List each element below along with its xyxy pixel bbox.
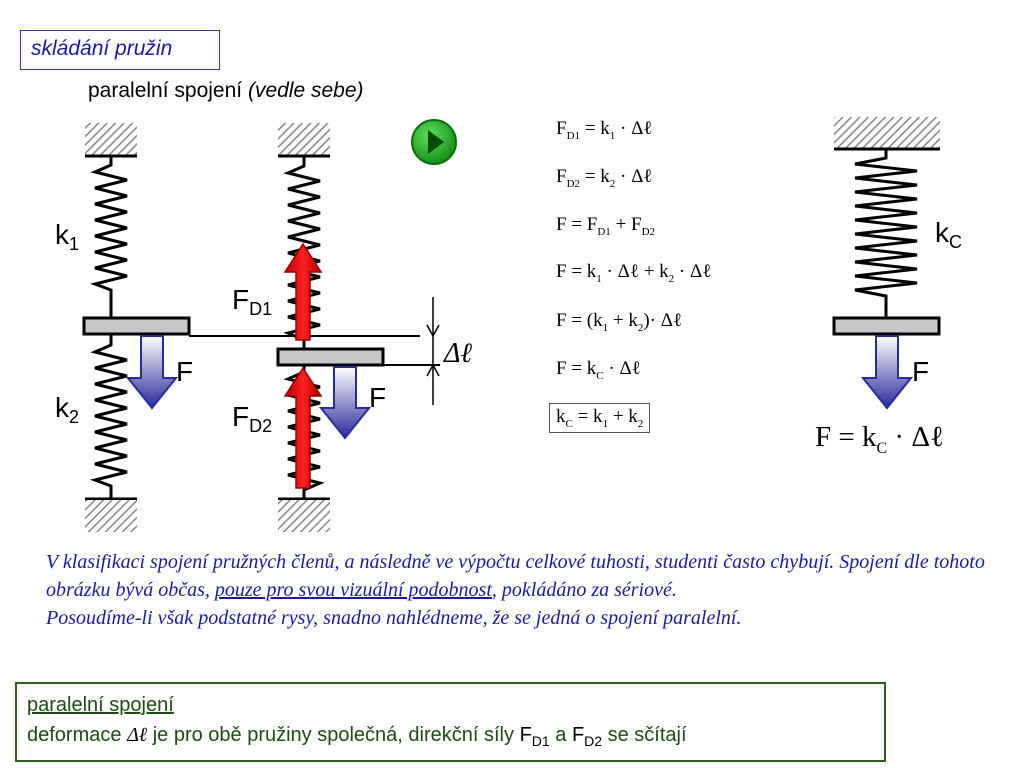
middle-assembly (276, 123, 440, 532)
middle-force-arrow (318, 366, 372, 440)
formula-kc: F = kC · Δℓ (556, 358, 641, 382)
right-force-label: F (912, 356, 930, 387)
summary-box: paralelní spojení deformace Δℓ je pro ob… (15, 682, 886, 762)
formula-factored: F = (k1 + k2)· Δℓ (556, 310, 683, 334)
right-assembly (832, 117, 941, 410)
formula-fd2: FD2 = k2 · Δℓ (556, 166, 653, 190)
left-force-arrow (125, 335, 179, 410)
middle-spring-upper (283, 156, 321, 349)
play-icon[interactable] (410, 118, 458, 166)
fd2-label: FD2 (232, 401, 273, 437)
subtitle-italic: (vedle sebe) (247, 79, 364, 102)
formula-sum: F = FD1 + FD2 (556, 214, 656, 238)
left-mass-plate (82, 316, 191, 336)
left-force-label: F (176, 356, 194, 387)
left-spring-k1 (89, 156, 128, 318)
kc-label: kC (935, 217, 962, 253)
slide-title-text: skládání pružin (31, 37, 173, 60)
left-bottom-wall (85, 500, 137, 532)
k1-label: k1 (55, 219, 80, 255)
right-mass-plate (832, 316, 941, 336)
formula-expanded: F = k1 · Δℓ + k2 · Δℓ (556, 261, 712, 285)
subtitle: paralelní spojení (vedle sebe) (88, 79, 364, 103)
fd1-label: FD1 (232, 284, 273, 320)
summary-text: deformace Δℓ je pro obě pružiny společná… (27, 724, 687, 749)
middle-mass-plate (276, 347, 385, 367)
formula-result: kC = k1 + k2 (549, 403, 651, 433)
left-assembly (82, 123, 420, 532)
right-force-arrow (860, 335, 914, 410)
right-spring-kc (854, 149, 918, 318)
left-spring-k2 (89, 334, 128, 499)
left-top-wall (85, 123, 137, 155)
middle-top-wall (278, 123, 330, 155)
underlined-phrase: pouze pro svou vizuální podobnost (214, 579, 492, 601)
fd1-arrow (283, 242, 323, 341)
paragraph-line2: Posoudíme-li však podstatné rysy, snadno… (46, 607, 742, 629)
fd2-arrow (283, 366, 323, 489)
middle-force-label: F (369, 382, 387, 413)
k2-label: k2 (55, 392, 80, 428)
summary-heading: paralelní spojení (27, 694, 174, 716)
right-top-wall (834, 117, 940, 149)
formula-fd1: FD1 = k1 · Δℓ (556, 118, 653, 142)
middle-bottom-wall (278, 500, 330, 532)
delta-label: Δℓ (444, 338, 473, 369)
explanation-paragraph: V klasifikaci spojení pružných členů, a … (46, 551, 985, 629)
slide-title: skládání pružin (20, 30, 220, 70)
right-formula: F = kC · Δℓ (815, 421, 944, 457)
subtitle-main: paralelní spojení (88, 79, 243, 102)
